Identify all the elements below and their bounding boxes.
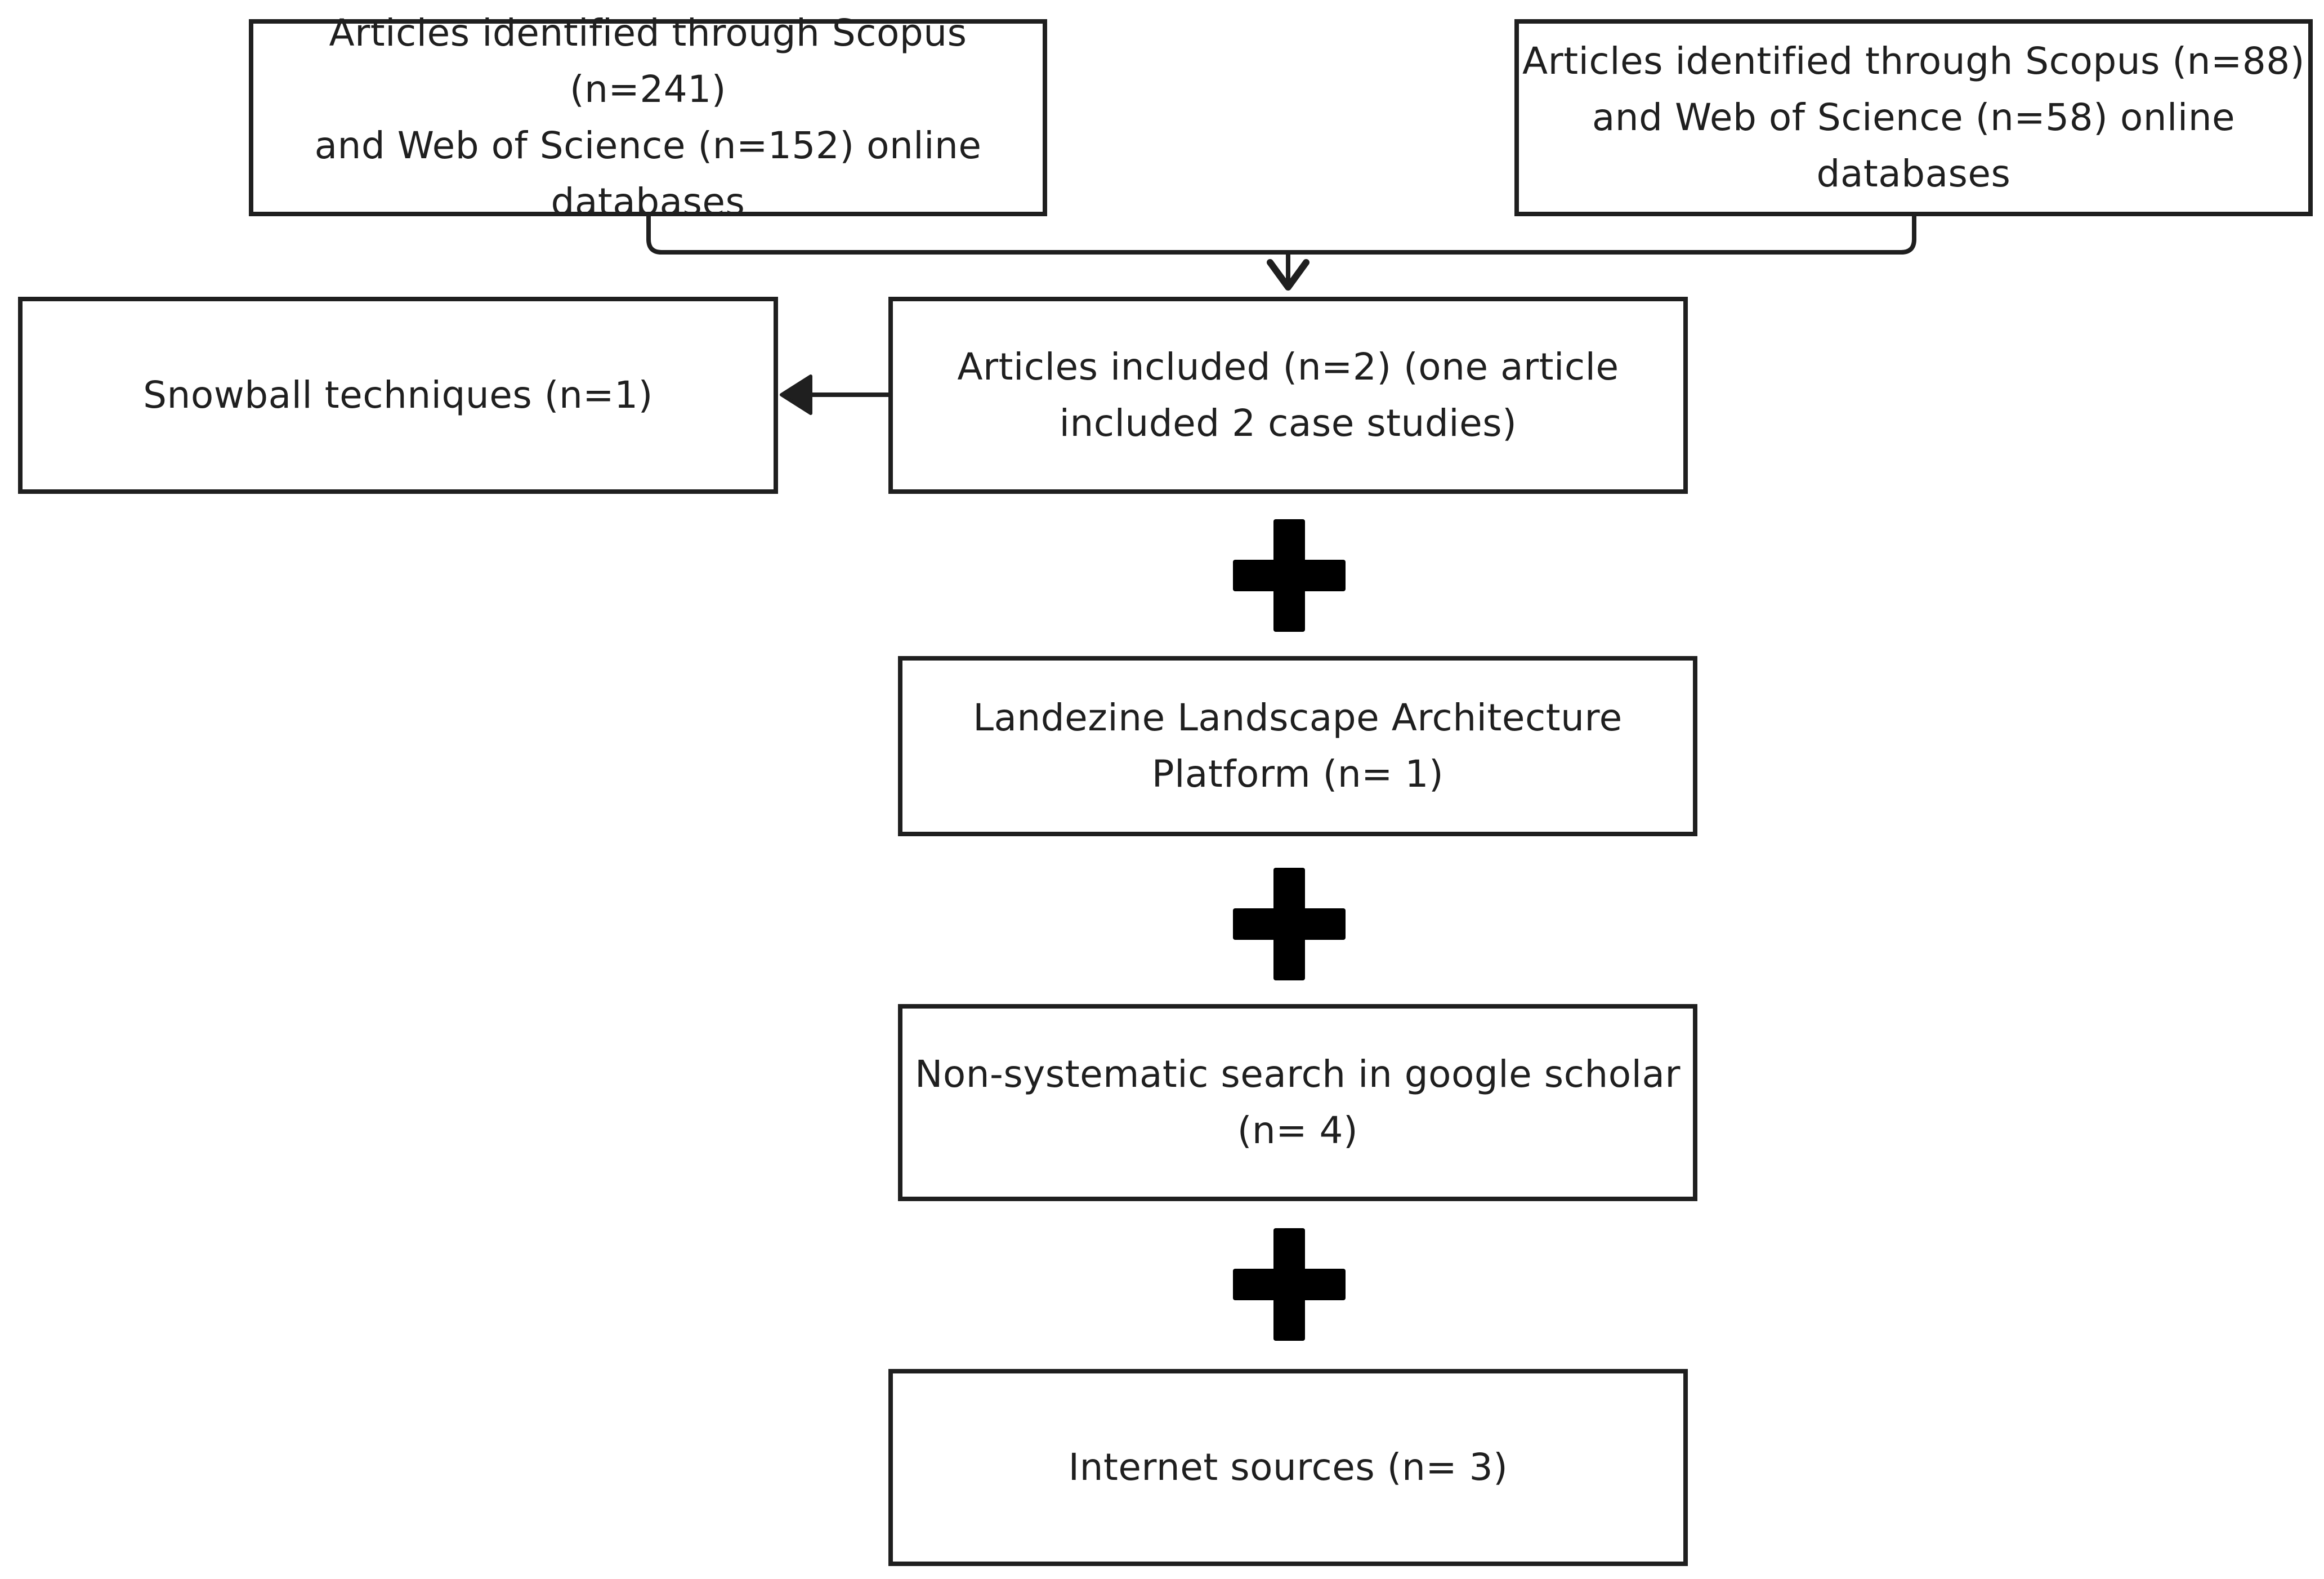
plus-icon — [1233, 1228, 1346, 1341]
arrowhead-left-icon — [780, 374, 812, 415]
articles-included-box-text: Articles included (n=2) (one article inc… — [957, 345, 1619, 445]
non-systematic-search-box: Non-systematic search in google scholar … — [898, 1004, 1697, 1201]
snowball-box-text: Snowball techniques (n=1) — [143, 373, 653, 417]
plus-icon — [1233, 868, 1346, 980]
landezine-box-text: Landezine Landscape Architecture Platfor… — [973, 696, 1623, 796]
plus-icon — [1233, 519, 1346, 632]
plus-icon-vertical-bar — [1273, 1228, 1305, 1341]
landezine-box: Landezine Landscape Architecture Platfor… — [898, 656, 1697, 836]
arrowhead-down-icon — [1267, 259, 1310, 291]
internet-sources-box: Internet sources (n= 3) — [888, 1369, 1688, 1566]
scopus-wos-box-right: Articles identified through Scopus (n=88… — [1514, 19, 2313, 216]
scopus-wos-box-left: Articles identified through Scopus (n=24… — [249, 11, 1047, 224]
plus-icon-vertical-bar — [1273, 868, 1305, 980]
scopus-wos-box-left-text: Articles identified through Scopus (n=24… — [314, 11, 982, 224]
articles-included-box: Articles included (n=2) (one article inc… — [888, 297, 1688, 494]
non-systematic-search-box-text: Non-systematic search in google scholar … — [914, 1052, 1681, 1152]
internet-sources-box-text: Internet sources (n= 3) — [1068, 1446, 1508, 1489]
snowball-box: Snowball techniques (n=1) — [18, 297, 778, 494]
merge-connector — [646, 216, 1916, 255]
plus-icon-vertical-bar — [1273, 519, 1305, 632]
scopus-wos-box-right-text: Articles identified through Scopus (n=88… — [1522, 39, 2305, 195]
